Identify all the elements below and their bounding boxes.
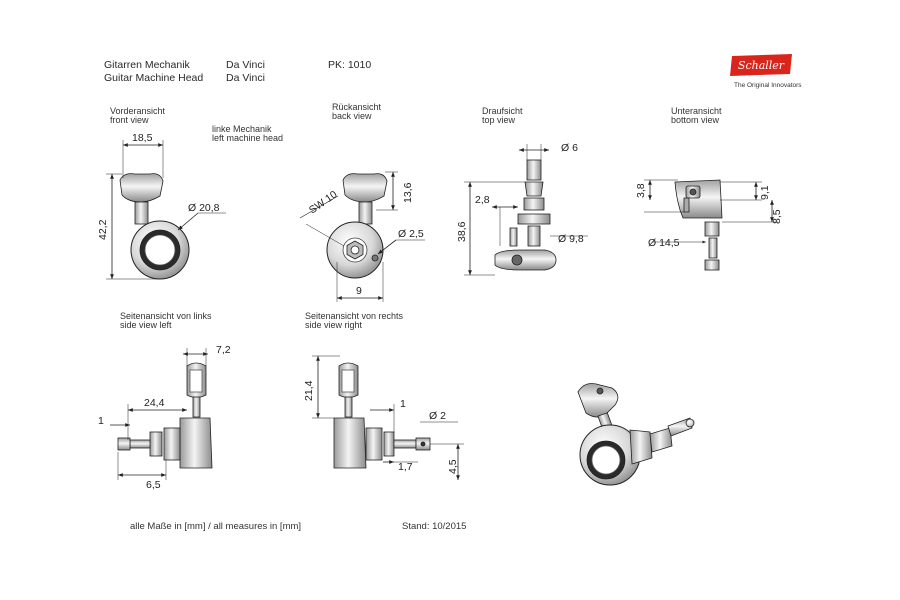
dim-sl-65: 6,5 <box>146 479 161 491</box>
side-view-left <box>110 348 213 480</box>
dim-back-9: 9 <box>356 285 362 297</box>
dim-back-dia: Ø 2,5 <box>398 228 424 240</box>
view-label-front-de: Vorderansicht <box>110 106 166 116</box>
svg-text:Schaller: Schaller <box>738 59 785 72</box>
part-number: PK: 1010 <box>328 59 372 71</box>
dim-front-height: 42,2 <box>97 219 109 240</box>
dim-bottom-dia145: Ø 14,5 <box>648 237 680 249</box>
dim-bottom-85: 8,5 <box>771 209 783 224</box>
view-label-side-right-en: side view right <box>305 320 363 330</box>
view-label-left-head-en: left machine head <box>212 133 284 143</box>
measures-note: alle Maße in [mm] / all measures in [mm] <box>130 521 302 532</box>
view-label-top-en: top view <box>482 115 516 125</box>
view-label-side-right-de: Seitenansicht von rechts <box>305 311 404 321</box>
dim-sl-1: 1 <box>98 415 104 427</box>
title-en: Guitar Machine Head <box>104 72 204 84</box>
back-view <box>299 171 425 302</box>
dim-sr-214: 21,4 <box>303 380 315 401</box>
view-label-top-de: Draufsicht <box>482 106 523 116</box>
dim-back-sw: SW 10 <box>307 188 340 216</box>
dim-sl-72: 7,2 <box>216 344 231 356</box>
view-label-bottom-de: Unteransicht <box>671 106 722 116</box>
isometric-view <box>577 383 695 486</box>
dim-top-28: 2,8 <box>475 194 490 206</box>
revision-date: Stand: 10/2015 <box>402 521 467 532</box>
view-label-side-left-en: side view left <box>120 320 172 330</box>
brand-tagline: The Original Innovators <box>734 82 802 89</box>
view-label-left-head-de: linke Mechanik <box>212 124 272 134</box>
top-view <box>464 144 588 276</box>
schaller-logo: Schaller <box>728 54 794 80</box>
dim-sr-1: 1 <box>400 398 406 410</box>
dim-top-dia98: Ø 9,8 <box>558 233 584 245</box>
front-view <box>106 140 226 280</box>
bottom-view <box>644 179 778 271</box>
dim-sl-244: 24,4 <box>144 397 165 409</box>
side-view-right <box>312 355 464 480</box>
view-label-bottom-en: bottom view <box>671 115 720 125</box>
dim-back-height: 13,6 <box>402 182 414 203</box>
view-label-back-en: back view <box>332 111 372 121</box>
dim-bottom-38: 3,8 <box>635 183 647 198</box>
view-label-side-left-de: Seitenansicht von links <box>120 311 212 321</box>
model-name: Da Vinci <box>226 59 265 71</box>
dim-sr-17: 1,7 <box>398 461 413 473</box>
dim-front-dia: Ø 20,8 <box>188 202 220 214</box>
logo-flag-icon: Schaller <box>730 54 792 76</box>
model-name-en: Da Vinci <box>226 72 265 84</box>
dim-sr-dia2: Ø 2 <box>429 410 446 422</box>
dim-top-dia6: Ø 6 <box>561 142 578 154</box>
title-de: Gitarren Mechanik <box>104 59 190 71</box>
dim-top-386: 38,6 <box>456 221 468 242</box>
dim-front-width: 18,5 <box>132 132 153 144</box>
view-label-back-de: Rückansicht <box>332 102 382 112</box>
view-label-front-en: front view <box>110 115 149 125</box>
dim-sr-45: 4,5 <box>447 459 459 474</box>
dim-bottom-91: 9,1 <box>759 185 771 200</box>
